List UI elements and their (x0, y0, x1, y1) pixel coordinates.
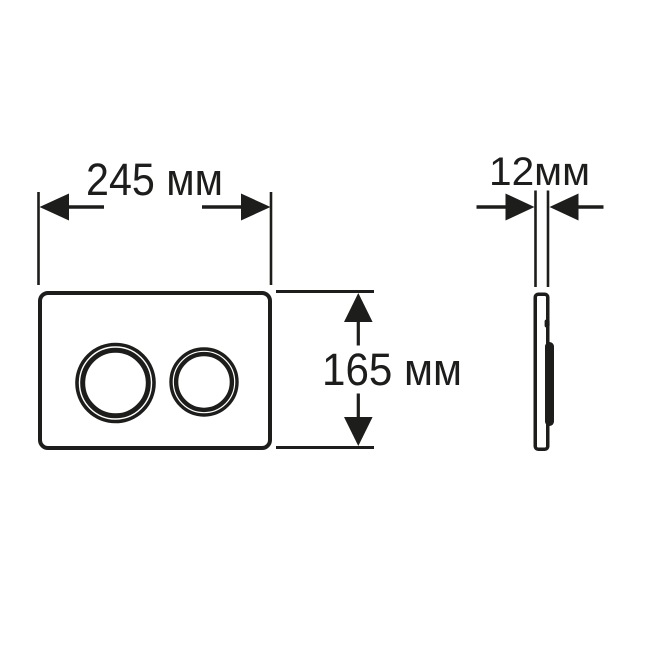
svg-text:165 мм: 165 мм (322, 344, 462, 395)
svg-text:12мм: 12мм (489, 150, 590, 194)
svg-text:245 мм: 245 мм (86, 154, 223, 205)
